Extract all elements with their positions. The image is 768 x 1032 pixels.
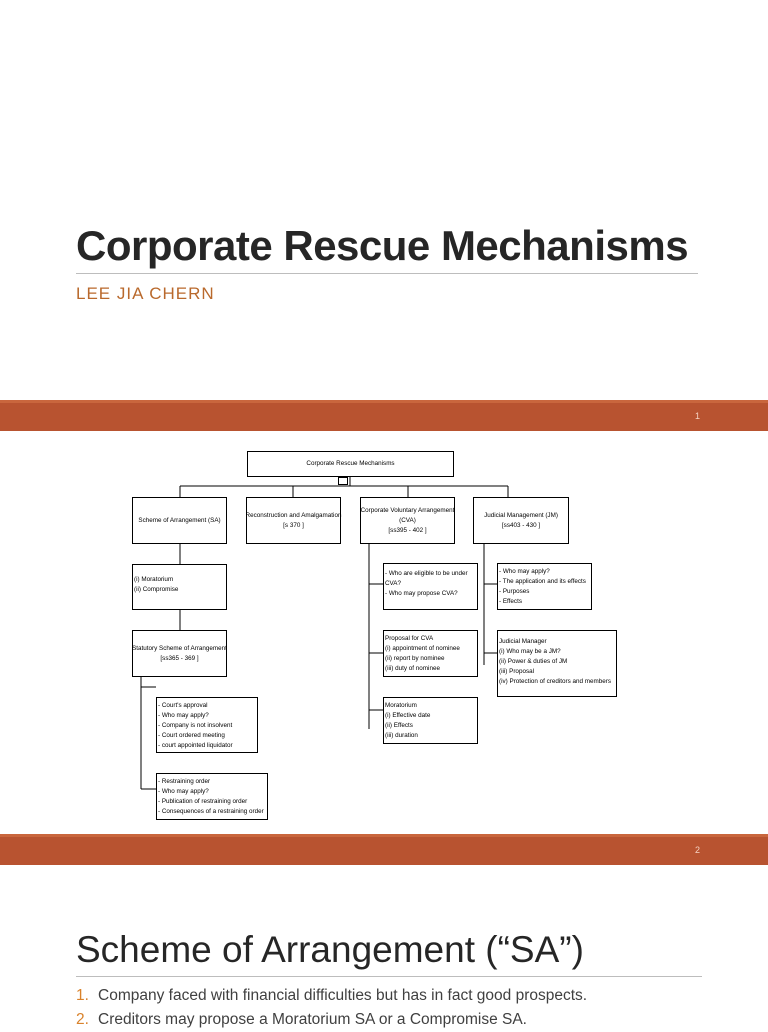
node-reconstruction-amalgamation: Reconstruction and Amalgamation [s 370 ] — [246, 497, 341, 544]
list-text: Company faced with financial difficultie… — [98, 987, 588, 1004]
slide-footer-band-1: 1 — [0, 400, 768, 431]
root-connector-tab — [338, 477, 348, 485]
node-cva: Corporate Voluntary Arrangement (CVA) [s… — [360, 497, 455, 544]
slide-number-2: 2 — [694, 845, 700, 855]
list-item: 2. Creditors may propose a Moratorium SA … — [76, 1008, 587, 1032]
scheme-slide: Scheme of Arrangement (“SA”) 1. Company f… — [0, 865, 768, 1028]
band-highlight — [0, 834, 768, 837]
node-judicial-management: Judicial Management (JM) [ss403 - 430 ] — [473, 497, 569, 544]
root-node: Corporate Rescue Mechanisms — [247, 451, 454, 477]
title-divider — [76, 976, 702, 977]
diagram-slide: Corporate Rescue Mechanisms Scheme of Ar… — [0, 431, 768, 834]
presentation-title: Corporate Rescue Mechanisms — [76, 222, 689, 269]
list-item: 1. Company faced with financial difficult… — [76, 984, 587, 1008]
node-judicial-manager: Judicial Manager (i) Who may be a JM? (i… — [497, 630, 617, 697]
slide-number-1: 1 — [694, 411, 700, 421]
slide-title: Scheme of Arrangement (“SA”) — [76, 929, 584, 970]
list-text: Creditors may propose a Moratorium SA or… — [98, 1011, 527, 1028]
list-number: 1. — [76, 987, 89, 1004]
node-cva-proposal: Proposal for CVA (i) appointment of nomi… — [383, 630, 478, 677]
band-highlight — [0, 400, 768, 403]
title-divider — [76, 273, 698, 274]
node-scheme-of-arrangement: Scheme of Arrangement (SA) — [132, 497, 227, 544]
author-name: LEE JIA CHERN — [76, 284, 215, 303]
slide-footer-band-2: 2 — [0, 834, 768, 865]
node-cva-moratorium: Moratorium (i) Effective date (ii) Effec… — [383, 697, 478, 744]
numbered-list: 1. Company faced with financial difficult… — [76, 984, 587, 1032]
title-slide: Corporate Rescue Mechanisms LEE JIA CHER… — [0, 0, 768, 400]
list-number: 2. — [76, 1011, 89, 1028]
node-sa-approval: - Court's approval - Who may apply? - Co… — [156, 697, 258, 753]
diagram-connectors — [140, 477, 509, 790]
node-statutory-scheme: Statutory Scheme of Arrangement [ss365 -… — [132, 630, 227, 677]
node-cva-eligibility: - Who are eligible to be under CVA? - Wh… — [383, 563, 478, 610]
node-jm-application: - Who may apply? - The application and i… — [497, 563, 592, 610]
node-sa-types: (i) Moratorium (ii) Compromise — [132, 564, 227, 610]
node-sa-restraining: - Restraining order - Who may apply? - P… — [156, 773, 268, 820]
